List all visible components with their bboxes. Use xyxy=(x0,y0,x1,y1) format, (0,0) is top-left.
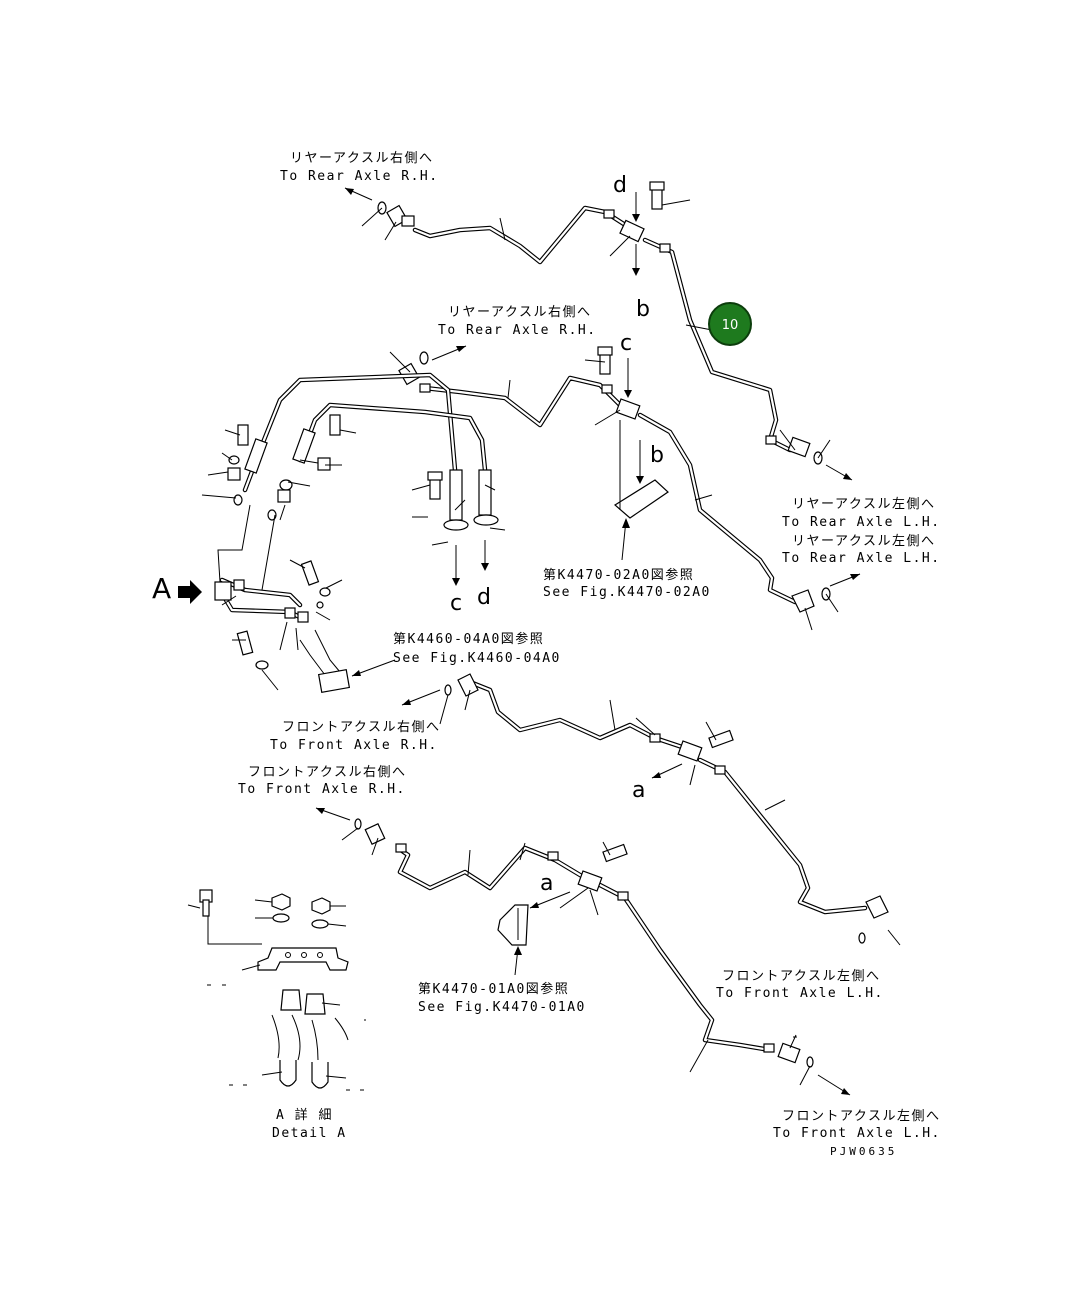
label-detail-a-jp: A 詳 細 xyxy=(276,1107,333,1123)
label-rear-lh-1: リヤーアクスル左側へ To Rear Axle L.H. xyxy=(782,497,941,530)
tee-fitting-a-upper xyxy=(649,729,734,775)
label-front-rh-2-en: To Front Axle R.H. xyxy=(238,782,406,797)
leader-lines-second xyxy=(389,351,839,631)
view-letter-d-top: d xyxy=(613,173,627,198)
rear-lh-lower-pipe xyxy=(637,412,798,605)
leader-lines-left xyxy=(201,429,506,691)
block-04a0 xyxy=(299,629,351,693)
label-rear-rh-2-jp: リヤーアクスル右側へ xyxy=(448,305,591,320)
label-ref-02a0: 第K4470-02A0図参照 See Fig.K4470-02A0 xyxy=(543,567,711,600)
fitting-front-lh-lower xyxy=(763,1042,814,1068)
label-rear-rh-1-en: To Rear Axle R.H. xyxy=(280,169,439,184)
view-letter-A: A xyxy=(152,572,171,605)
elbow-fitting-front-lh-upper xyxy=(858,895,889,944)
label-ref-04a0-jp: 第K4460-04A0図参照 xyxy=(393,631,544,647)
label-ref-02a0-jp: 第K4470-02A0図参照 xyxy=(543,567,694,583)
view-letter-b-mid: b xyxy=(650,443,664,468)
elbow-fitting-rear-rh-lower xyxy=(398,351,431,393)
label-rear-lh-2-jp: リヤーアクスル左側へ xyxy=(792,534,935,549)
label-ref-04a0: 第K4460-04A0図参照 See Fig.K4460-04A0 xyxy=(393,631,561,666)
label-ref-01a0-en: See Fig.K4470-01A0 xyxy=(418,1000,586,1015)
label-rear-rh-2: リヤーアクスル右側へ To Rear Axle R.H. xyxy=(438,305,597,338)
label-rear-lh-1-jp: リヤーアクスル左側へ xyxy=(792,497,935,512)
label-ref-01a0-jp: 第K4470-01A0図参照 xyxy=(418,981,569,997)
elbow-fitting-front-rh-upper xyxy=(444,673,479,697)
label-ref-04a0-en: See Fig.K4460-04A0 xyxy=(393,651,561,666)
view-letter-a-upper: a xyxy=(632,778,645,803)
arrows-front-upper xyxy=(401,689,683,779)
arrows-left xyxy=(178,540,489,677)
view-letter-b-top: b xyxy=(636,297,650,322)
label-front-lh-1: フロントアクスル左側へ To Front Axle L.H. xyxy=(716,969,884,1001)
drawing-code: PJW0635 xyxy=(830,1145,897,1158)
label-front-rh-1-jp: フロントアクスル右側へ xyxy=(282,720,440,735)
label-rear-rh-2-en: To Rear Axle R.H. xyxy=(438,323,597,338)
front-lh-lower-pipe xyxy=(595,881,773,1053)
bracket-02a0 xyxy=(613,420,669,519)
front-lh-upper-pipe xyxy=(697,757,868,915)
leader-lines-top xyxy=(361,199,831,459)
arrows-front-lower xyxy=(315,807,851,1096)
callout-badge: 10 xyxy=(708,302,752,346)
label-front-lh-2-jp: フロントアクスル左側へ xyxy=(782,1109,940,1124)
label-detail-a-en: Detail A xyxy=(272,1126,347,1141)
label-ref-02a0-en: See Fig.K4470-02A0 xyxy=(543,585,711,600)
label-front-rh-1: フロントアクスル右側へ To Front Axle R.H. xyxy=(270,720,440,753)
view-letter-c-bottom: c xyxy=(450,591,462,616)
bolts-left xyxy=(236,560,331,670)
front-rh-upper-pipe xyxy=(467,679,688,751)
label-front-lh-1-jp: フロントアクスル左側へ xyxy=(722,969,880,984)
view-arrow-A-icon xyxy=(178,580,202,604)
arrows-top xyxy=(344,187,853,481)
fitting-rear-lh-upper xyxy=(765,435,823,465)
label-front-rh-2: フロントアクスル右側へ To Front Axle R.H. xyxy=(238,765,406,797)
label-rear-lh-1-en: To Rear Axle L.H. xyxy=(782,515,941,530)
rear-rh-lower-pipe xyxy=(422,375,628,428)
view-letter-d-bottom: d xyxy=(477,585,491,610)
leader-lines-front-lower xyxy=(341,827,811,1086)
view-letter-a-lower: a xyxy=(540,871,553,896)
label-front-lh-2-en: To Front Axle L.H. xyxy=(773,1126,941,1141)
front-rh-lower-pipe xyxy=(395,845,588,891)
label-detail-a: A 詳 細 Detail A xyxy=(272,1107,347,1141)
tee-fitting-a-lower xyxy=(547,843,629,901)
manifold-block-A xyxy=(214,504,309,623)
label-rear-rh-1-jp: リヤーアクスル右側へ xyxy=(290,151,433,166)
label-rear-lh-2: リヤーアクスル左側へ To Rear Axle L.H. xyxy=(782,534,941,566)
label-ref-01a0: 第K4470-01A0図参照 See Fig.K4470-01A0 xyxy=(418,981,586,1015)
label-front-lh-1-en: To Front Axle L.H. xyxy=(716,986,884,1001)
elbow-fitting-rear-lh-lower xyxy=(791,587,831,613)
label-rear-lh-2-en: To Rear Axle L.H. xyxy=(782,551,941,566)
label-front-lh-2: フロントアクスル左側へ To Front Axle L.H. xyxy=(773,1109,941,1141)
arrows-second xyxy=(431,345,861,587)
detail-a-view xyxy=(187,889,349,1089)
dash-marks xyxy=(207,984,797,1091)
fitting-front-rh-lower xyxy=(354,818,407,853)
leader-lines-front-upper xyxy=(439,689,901,946)
rear-rh-upper-pipe xyxy=(412,205,633,265)
view-letter-c-top: c xyxy=(620,331,632,356)
label-front-rh-1-en: To Front Axle R.H. xyxy=(270,738,438,753)
tee-fitting-c xyxy=(597,346,641,420)
hose-assembly-left xyxy=(227,372,499,531)
label-front-rh-2-jp: フロントアクスル右側へ xyxy=(248,765,406,780)
label-rear-rh-1: リヤーアクスル右側へ To Rear Axle R.H. xyxy=(280,151,439,184)
rear-lh-upper-pipe xyxy=(642,237,793,453)
callout-number: 10 xyxy=(722,318,739,333)
bracket-01a0 xyxy=(497,904,529,946)
